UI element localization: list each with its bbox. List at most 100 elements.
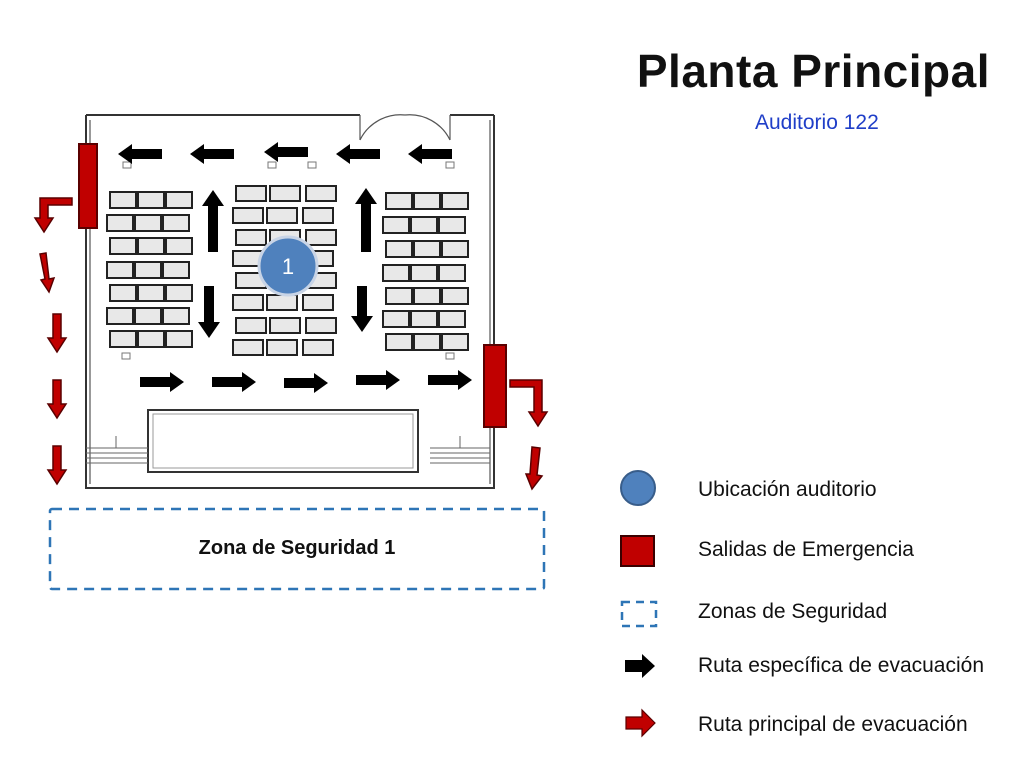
seat xyxy=(109,330,137,348)
black-arrow-left-5 xyxy=(408,144,452,164)
seat xyxy=(302,207,334,224)
emergency-exit-left xyxy=(78,143,98,229)
red-arrow-left-5 xyxy=(46,445,68,486)
emergency-exit-right xyxy=(483,344,507,428)
seat xyxy=(438,264,466,282)
seat xyxy=(266,207,298,224)
seat xyxy=(109,191,137,209)
legend-label-main-route: Ruta principal de evacuación xyxy=(698,713,968,736)
seat xyxy=(413,240,441,258)
legend-label-specific-route: Ruta específica de evacuación xyxy=(698,654,985,677)
red-arrow-left-4 xyxy=(46,379,68,420)
red-arrow-right-1 xyxy=(509,379,549,428)
safety-zone-label: Zona de Seguridad 1 xyxy=(198,537,396,559)
black-arrow-left-3 xyxy=(264,142,308,162)
seat xyxy=(382,264,410,282)
seat xyxy=(305,185,337,202)
seat xyxy=(413,333,441,351)
seat xyxy=(302,294,334,311)
seating-right xyxy=(382,192,469,351)
seat xyxy=(235,317,267,334)
seat xyxy=(109,237,137,255)
black-arrow-right-4 xyxy=(356,370,400,390)
black-arrow-up-2 xyxy=(355,188,377,252)
seat xyxy=(266,339,298,356)
stage xyxy=(147,409,419,473)
seat xyxy=(382,310,410,328)
seat xyxy=(413,192,441,210)
seat xyxy=(162,307,190,325)
seat xyxy=(165,237,193,255)
seat xyxy=(165,330,193,348)
stairs-right xyxy=(430,436,490,464)
seat xyxy=(266,294,298,311)
auditorium-walls xyxy=(85,114,495,489)
seat xyxy=(232,294,264,311)
seat xyxy=(137,330,165,348)
safety-zone-icon xyxy=(620,600,658,628)
black-arrow-up-1 xyxy=(202,190,224,252)
main-route-arrows xyxy=(33,197,549,491)
seat xyxy=(232,339,264,356)
red-arrow-left-1 xyxy=(33,197,73,234)
seat xyxy=(438,216,466,234)
seat xyxy=(109,284,137,302)
black-arrow-right-3 xyxy=(284,373,328,393)
seat xyxy=(137,237,165,255)
seat xyxy=(106,214,134,232)
safety-zone-1 xyxy=(48,507,546,591)
seat xyxy=(441,287,469,305)
page-subtitle: Auditorio 122 xyxy=(755,111,879,134)
seat xyxy=(441,333,469,351)
stairs-left xyxy=(86,436,148,464)
black-arrow-right-1 xyxy=(140,372,184,392)
seat xyxy=(165,284,193,302)
legend-label-exits: Salidas de Emergencia xyxy=(698,538,914,561)
seat xyxy=(413,287,441,305)
black-arrow-right-5 xyxy=(428,370,472,390)
seat xyxy=(232,207,264,224)
seat xyxy=(137,191,165,209)
seat xyxy=(410,264,438,282)
seat xyxy=(134,261,162,279)
legend-label-zones: Zonas de Seguridad xyxy=(698,600,888,623)
location-circle-icon xyxy=(620,470,656,506)
seat xyxy=(106,307,134,325)
page-title: Planta Principal xyxy=(636,45,990,97)
seat xyxy=(438,310,466,328)
seat xyxy=(269,185,301,202)
location-marker xyxy=(257,235,319,297)
legend-icons xyxy=(620,470,658,738)
seat xyxy=(305,229,337,246)
red-arrow-left-2 xyxy=(39,252,56,294)
seating-left xyxy=(106,191,193,348)
seat xyxy=(106,261,134,279)
emergency-exit-icon xyxy=(620,535,655,567)
seat xyxy=(235,229,267,246)
seat xyxy=(302,339,334,356)
black-arrow-icon xyxy=(625,654,655,678)
black-arrow-left-4 xyxy=(336,144,380,164)
seat xyxy=(165,191,193,209)
seat xyxy=(441,192,469,210)
seating-center xyxy=(232,185,337,356)
seat xyxy=(382,216,410,234)
seat xyxy=(305,317,337,334)
black-arrow-left-2 xyxy=(190,144,234,164)
location-marker-label: 1 xyxy=(282,254,294,279)
seat xyxy=(269,317,301,334)
legend-label-location: Ubicación auditorio xyxy=(698,478,877,501)
floor-markers xyxy=(121,161,455,360)
red-arrow-right-2 xyxy=(524,446,544,491)
seat xyxy=(162,261,190,279)
entrance-door xyxy=(359,114,451,141)
black-arrow-down-2 xyxy=(351,286,373,332)
black-arrow-left-1 xyxy=(118,144,162,164)
seat xyxy=(385,240,413,258)
seat xyxy=(410,216,438,234)
seat xyxy=(385,333,413,351)
seat xyxy=(441,240,469,258)
seat xyxy=(385,287,413,305)
emergency-exits xyxy=(78,143,507,428)
